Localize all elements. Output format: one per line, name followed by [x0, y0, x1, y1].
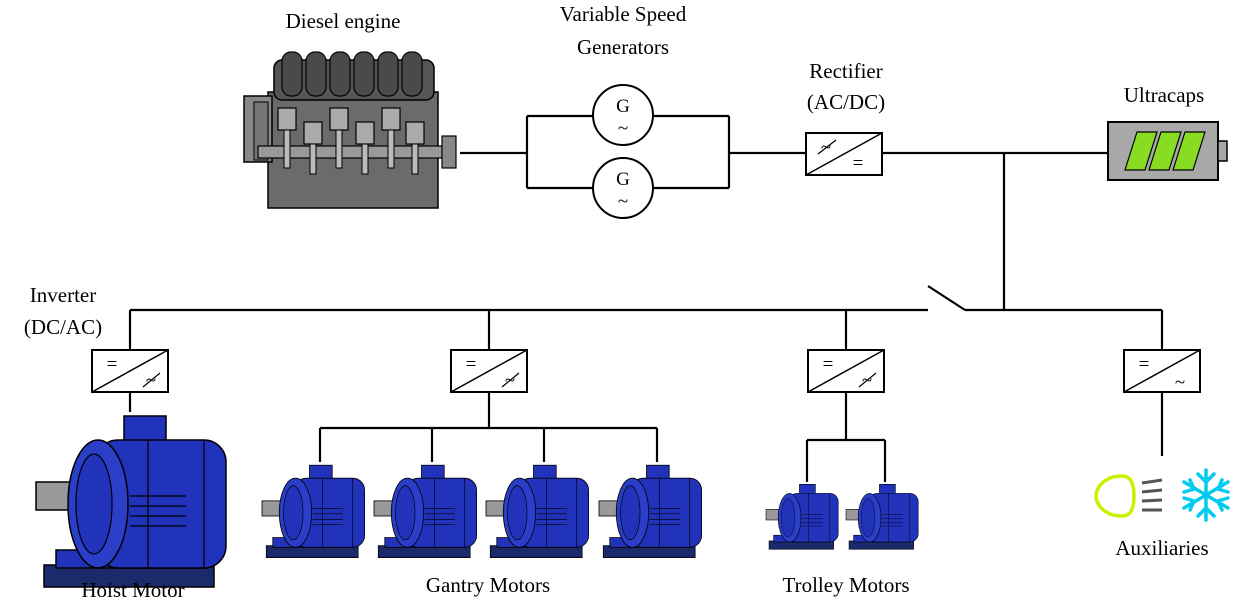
gantry-motor-icon	[485, 464, 590, 558]
generator-2-icon: G ~	[592, 157, 654, 219]
svg-text:=: =	[853, 153, 864, 174]
gantry-motors-label: Gantry Motors	[426, 573, 550, 597]
trolley-motor-icon	[845, 483, 919, 550]
inverter-hoist-icon: = ~	[91, 349, 169, 393]
generators-label-line1: Variable Speed	[560, 2, 687, 26]
rectifier-label-line2: (AC/DC)	[807, 90, 885, 114]
hoist-motor-icon	[35, 415, 227, 588]
gantry-motor-icon	[598, 464, 703, 558]
inverter-gantry-icon: = ~	[450, 349, 528, 393]
inverter-label-line2: (DC/AC)	[24, 315, 102, 339]
gantry-motor-icon	[261, 464, 366, 558]
trolley-motor-icon	[765, 483, 839, 550]
generators-label-line2: Generators	[577, 35, 669, 59]
generator-1-icon: G ~	[592, 84, 654, 146]
diesel-engine-icon	[243, 51, 457, 209]
rectifier-converter-icon: ~ =	[805, 132, 883, 176]
inverter-label-line1: Inverter	[30, 283, 96, 307]
wiring	[128, 114, 1164, 482]
ultracaps-battery-icon	[1107, 121, 1228, 181]
headlight-icon	[1094, 474, 1163, 518]
svg-text:=: =	[1139, 354, 1150, 375]
inverter-trolley-icon: = ~	[807, 349, 885, 393]
svg-text:=: =	[107, 354, 118, 375]
svg-text:G: G	[616, 169, 630, 190]
snowflake-icon	[1182, 468, 1230, 522]
svg-text:=: =	[823, 354, 834, 375]
hoist-motor-label: Hoist Motor	[81, 578, 184, 602]
diesel-engine-label: Diesel engine	[286, 9, 401, 33]
ultracaps-label: Ultracaps	[1124, 83, 1204, 107]
bus-switch	[927, 285, 966, 311]
auxiliaries-label: Auxiliaries	[1115, 536, 1208, 560]
svg-text:~: ~	[1175, 372, 1185, 393]
svg-text:~: ~	[618, 118, 628, 139]
svg-text:=: =	[466, 354, 477, 375]
gantry-motor-icon	[373, 464, 478, 558]
trolley-motors-label: Trolley Motors	[783, 573, 910, 597]
inverter-auxiliaries-icon: = ~	[1123, 349, 1201, 393]
rectifier-label-line1: Rectifier	[809, 59, 882, 83]
svg-text:G: G	[616, 96, 630, 117]
svg-text:~: ~	[618, 191, 628, 212]
